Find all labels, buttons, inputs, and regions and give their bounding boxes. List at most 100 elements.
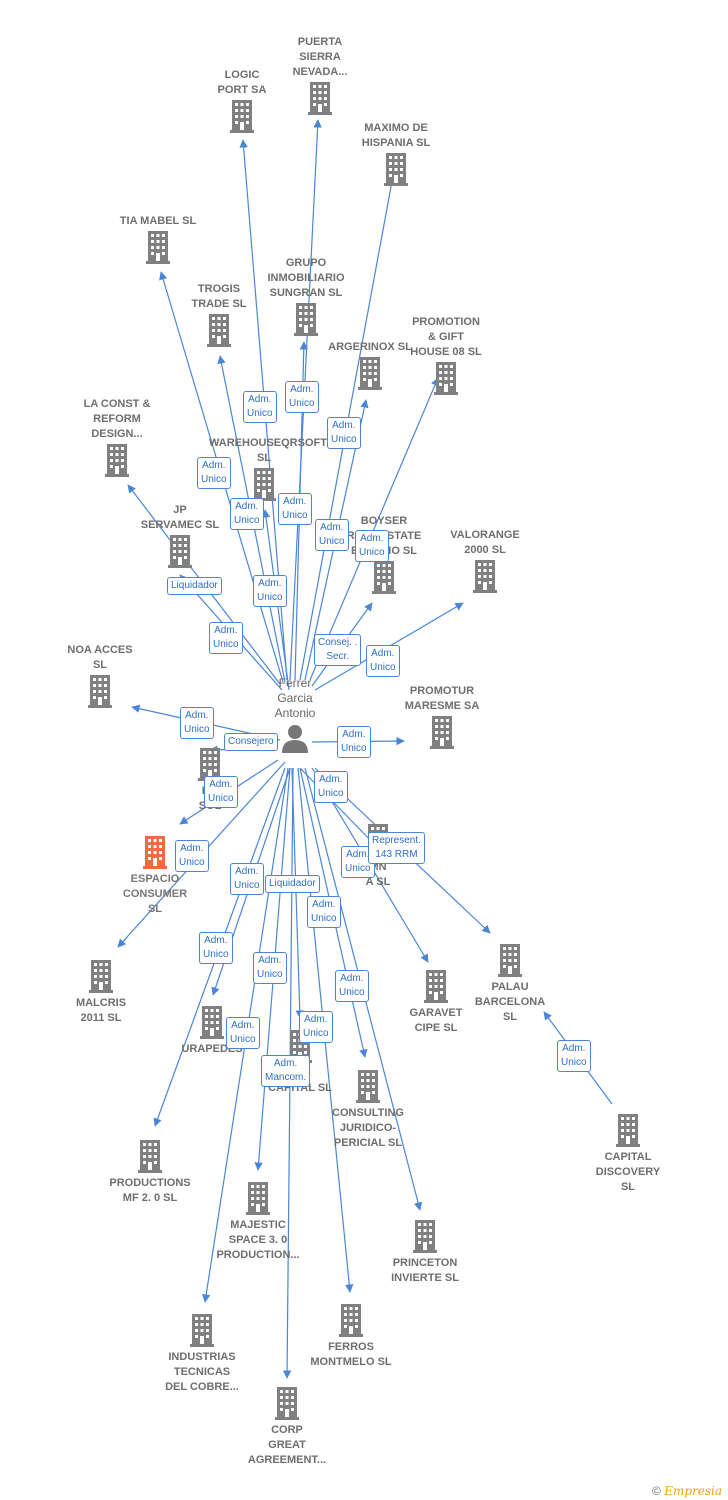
relation-badge[interactable]: Consejero <box>224 733 278 751</box>
person-node[interactable]: Ferrer Garcia Antonio <box>250 676 340 753</box>
building-icon <box>384 153 408 186</box>
building-icon <box>143 836 167 869</box>
relation-badge[interactable]: Adm. Unico <box>204 776 238 808</box>
company-label: CONSULTING JURIDICO- PERICIAL SL <box>332 1107 404 1149</box>
building-icon <box>616 1114 640 1147</box>
company-node-argerinox[interactable]: ARGERINOX SL <box>315 340 425 393</box>
building-icon <box>372 561 396 594</box>
footer-brand[interactable]: © Empresia <box>652 1484 722 1498</box>
company-label: MN A SL <box>365 861 391 888</box>
relation-badge[interactable]: Adm. Unico <box>315 519 349 551</box>
relation-badge[interactable]: Adm. Unico <box>366 645 400 677</box>
company-node-puerta[interactable]: PUERTA SIERRA NEVADA... <box>265 35 375 118</box>
company-node-palau[interactable]: PALAU BARCELONA SL <box>455 942 565 1025</box>
relation-badge[interactable]: Adm. Unico <box>197 457 231 489</box>
company-label: ESPACIO CONSUMER SL <box>122 873 188 915</box>
company-node-garavet[interactable]: GARAVET CIPE SL <box>381 968 491 1036</box>
relation-badge[interactable]: Adm. Unico <box>327 417 361 449</box>
company-label: MALCRIS 2011 SL <box>75 997 127 1024</box>
brand-logo: Empresia <box>664 1484 722 1498</box>
company-label: ARGERINOX SL <box>328 341 412 353</box>
company-node-industrias[interactable]: INDUSTRIAS TECNICAS DEL COBRE... <box>147 1312 257 1395</box>
relation-badge[interactable]: Adm. Unico <box>299 1011 333 1043</box>
relation-badge[interactable]: Adm. Unico <box>278 493 312 525</box>
company-node-majestic[interactable]: MAJESTIC SPACE 3. 0 PRODUCTION... <box>203 1180 313 1263</box>
company-label: LOGIC PORT SA <box>217 69 267 96</box>
company-node-laconst[interactable]: LA CONST & REFORM DESIGN... <box>62 397 172 480</box>
relation-badge[interactable]: Adm. Unico <box>285 381 319 413</box>
relation-badge[interactable]: Adm. Unico <box>335 970 369 1002</box>
relation-badge[interactable]: Represent. 143 RRM <box>368 832 425 864</box>
company-node-valorange[interactable]: VALORANGE 2000 SL <box>430 528 540 596</box>
company-node-malcris[interactable]: MALCRIS 2011 SL <box>46 958 156 1026</box>
building-icon <box>356 1070 380 1103</box>
building-icon <box>339 1304 363 1337</box>
relation-badge[interactable]: Adm. Unico <box>253 575 287 607</box>
person-name: Ferrer Garcia Antonio <box>274 676 316 720</box>
company-node-logic[interactable]: LOGIC PORT SA <box>187 68 297 136</box>
relation-badge[interactable]: Adm. Unico <box>180 707 214 739</box>
copyright-icon: © <box>652 1484 661 1498</box>
company-node-consulting[interactable]: CONSULTING JURIDICO- PERICIAL SL <box>313 1068 423 1151</box>
company-node-urapedes[interactable]: URAPEDES <box>157 1004 267 1057</box>
building-icon <box>88 675 112 708</box>
company-label: VALORANGE 2000 SL <box>450 529 520 556</box>
relation-badge[interactable]: Adm. Unico <box>314 771 348 803</box>
relation-badge[interactable]: Adm. Unico <box>230 863 264 895</box>
relation-badge[interactable]: Liquidador <box>167 577 222 595</box>
building-icon <box>275 1387 299 1420</box>
building-icon <box>294 303 318 336</box>
building-icon <box>434 362 458 395</box>
company-label: NOA ACCES SL <box>67 644 133 671</box>
company-node-promotion[interactable]: PROMOTION & GIFT HOUSE 08 SL <box>391 315 501 398</box>
company-node-maximo[interactable]: MAXIMO DE HISPANIA SL <box>341 121 451 189</box>
company-label: FERROS MONTMELO SL <box>310 1341 392 1368</box>
company-node-trogis[interactable]: TROGIS TRADE SL <box>164 282 274 350</box>
company-node-grupo[interactable]: GRUPO INMOBILIARIO SUNGRAN SL <box>251 256 361 339</box>
relation-badge[interactable]: Adm. Unico <box>557 1040 591 1072</box>
relation-badge[interactable]: Adm. Unico <box>226 1017 260 1049</box>
relation-badge[interactable]: Liquidador <box>265 875 320 893</box>
company-node-tia[interactable]: TIA MABEL SL <box>103 214 213 267</box>
relation-badge[interactable]: Adm. Unico <box>253 952 287 984</box>
company-label: PROMOTUR MARESME SA <box>404 685 480 712</box>
company-label: WAREHOUSEQRSOFT SL <box>209 437 327 464</box>
relation-badge[interactable]: Adm. Unico <box>337 726 371 758</box>
company-node-productions[interactable]: PRODUCTIONS MF 2. 0 SL <box>95 1138 205 1206</box>
building-icon <box>89 960 113 993</box>
company-node-jp[interactable]: JP SERVAMEC SL <box>125 503 235 571</box>
company-node-ferros[interactable]: FERROS MONTMELO SL <box>296 1302 406 1370</box>
company-node-noa[interactable]: NOA ACCES SL <box>45 643 155 711</box>
relation-badge[interactable]: Adm. Unico <box>243 391 277 423</box>
relation-badge[interactable]: Consej. . Secr. <box>314 634 362 666</box>
company-label: MAXIMO DE HISPANIA SL <box>361 122 431 149</box>
company-node-warehouse[interactable]: WAREHOUSEQRSOFT SL <box>209 436 327 504</box>
company-node-princeton[interactable]: PRINCETON INVIERTE SL <box>370 1218 480 1286</box>
company-label: PUERTA SIERRA NEVADA... <box>292 36 348 78</box>
building-icon <box>207 314 231 347</box>
company-label: TROGIS TRADE SL <box>191 283 247 310</box>
company-node-capitaldisc[interactable]: CAPITAL DISCOVERY SL <box>573 1112 683 1195</box>
building-icon <box>424 970 448 1003</box>
building-icon <box>138 1140 162 1173</box>
relation-badge[interactable]: Adm. Unico <box>307 896 341 928</box>
building-icon <box>358 357 382 390</box>
building-icon <box>413 1220 437 1253</box>
building-icon <box>252 468 276 501</box>
relation-badge[interactable]: Adm. Unico <box>230 498 264 530</box>
company-label: LA CONST & REFORM DESIGN... <box>83 398 151 440</box>
company-label: PRINCETON INVIERTE SL <box>391 1257 459 1284</box>
company-label: CAPITAL DISCOVERY SL <box>595 1151 661 1193</box>
relation-badge[interactable]: Adm. Unico <box>355 530 389 562</box>
company-node-corp[interactable]: CORP GREAT AGREEMENT... <box>232 1385 342 1468</box>
company-node-promotur[interactable]: PROMOTUR MARESME SA <box>387 684 497 752</box>
edge-22 <box>291 767 304 1019</box>
building-icon <box>168 535 192 568</box>
relation-badge[interactable]: Adm. Unico <box>175 840 209 872</box>
relation-badge[interactable]: Adm. Unico <box>209 622 243 654</box>
relation-badge[interactable]: Adm. Mancom. <box>261 1055 311 1087</box>
relation-badge[interactable]: Adm. Unico <box>199 932 233 964</box>
company-node-espacio[interactable]: ESPACIO CONSUMER SL <box>100 834 210 917</box>
company-label: PALAU BARCELONA SL <box>474 981 546 1023</box>
